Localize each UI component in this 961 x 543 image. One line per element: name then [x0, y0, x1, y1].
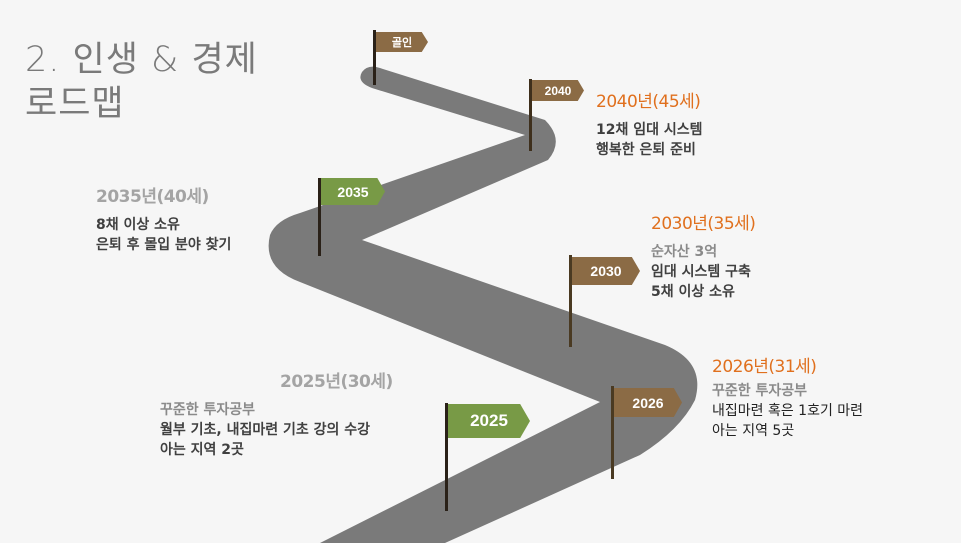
milestone-line: 5채 이상 소유 — [651, 284, 735, 300]
milestone-line: 행복한 은퇴 준비 — [596, 142, 696, 158]
milestone-line: 임대 시스템 구축 — [651, 264, 751, 280]
flag-pole-2030 — [569, 255, 572, 347]
milestone-line: 꾸준한 투자공부 — [160, 402, 256, 418]
title-line-2: 로드맵 — [25, 84, 125, 124]
milestone-2030: 2030년(35세) 순자산 3억 임대 시스템 구축 5채 이상 소유 — [651, 212, 756, 302]
flag-pole-2025 — [445, 403, 448, 511]
flag-2035: 2035 — [321, 178, 385, 205]
title-line-1: 2. 인생 & 경제 — [25, 40, 258, 80]
milestone-2035: 2035년(40세) 8채 이상 소유 은퇴 후 몰입 분야 찾기 — [96, 185, 231, 255]
milestone-header: 2025년(30세) — [280, 372, 393, 392]
milestone-header: 2035년(40세) — [96, 187, 209, 207]
flag-pole-2040 — [529, 79, 532, 151]
flag-2025: 2025 — [448, 404, 530, 438]
road-path — [268, 66, 698, 543]
milestone-line: 내집마련 혹은 1호기 마련 — [712, 403, 864, 419]
flag-pole-goal — [373, 30, 376, 85]
milestone-line: 꾸준한 투자공부 — [712, 383, 808, 399]
milestone-line: 아는 지역 5곳 — [712, 423, 795, 439]
flag-2030: 2030 — [572, 257, 640, 285]
milestone-line: 아는 지역 2곳 — [160, 442, 244, 458]
milestone-line: 12채 임대 시스템 — [596, 122, 703, 138]
milestone-header: 2040년(45세) — [596, 92, 701, 112]
milestone-header: 2030년(35세) — [651, 214, 756, 234]
milestone-line: 순자산 3억 — [651, 244, 718, 260]
flag-2026: 2026 — [614, 388, 682, 417]
milestone-line: 8채 이상 소유 — [96, 217, 180, 233]
page-title: 2. 인생 & 경제 로드맵 — [25, 38, 258, 126]
milestone-line: 월부 기초, 내집마련 기초 강의 수강 — [160, 422, 371, 438]
milestone-line: 은퇴 후 몰입 분야 찾기 — [96, 237, 232, 253]
milestone-2040: 2040년(45세) 12채 임대 시스템 행복한 은퇴 준비 — [596, 90, 703, 160]
milestone-2025: 2025년(30세) 꾸준한 투자공부 월부 기초, 내집마련 기초 강의 수강… — [160, 370, 393, 460]
flag-goal: 골인 — [376, 32, 428, 52]
milestone-header: 2026년(31세) — [712, 357, 817, 377]
flag-pole-2026 — [611, 386, 614, 479]
milestone-2026: 2026년(31세) 꾸준한 투자공부 내집마련 혹은 1호기 마련 아는 지역… — [712, 355, 863, 441]
flag-2040: 2040 — [532, 80, 584, 101]
flag-pole-2035 — [318, 178, 321, 256]
